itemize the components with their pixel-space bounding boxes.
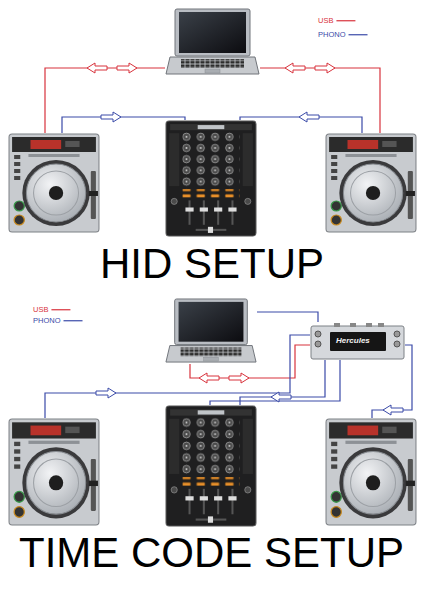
- legend-sample-line: [51, 309, 70, 310]
- legend-sample-line: [64, 320, 83, 321]
- legend-text: PHONO: [318, 31, 346, 39]
- legend-text: PHONO: [33, 317, 61, 325]
- setup-heading: HID SETUP: [100, 243, 324, 285]
- legend-text: USB: [318, 17, 333, 25]
- setup-heading: TIME CODE SETUP: [19, 532, 404, 574]
- legend-sample-line: [336, 20, 355, 21]
- legend-sample-line: [349, 34, 368, 35]
- brand-label: Hercules: [336, 337, 370, 345]
- legend-text: USB: [33, 306, 48, 314]
